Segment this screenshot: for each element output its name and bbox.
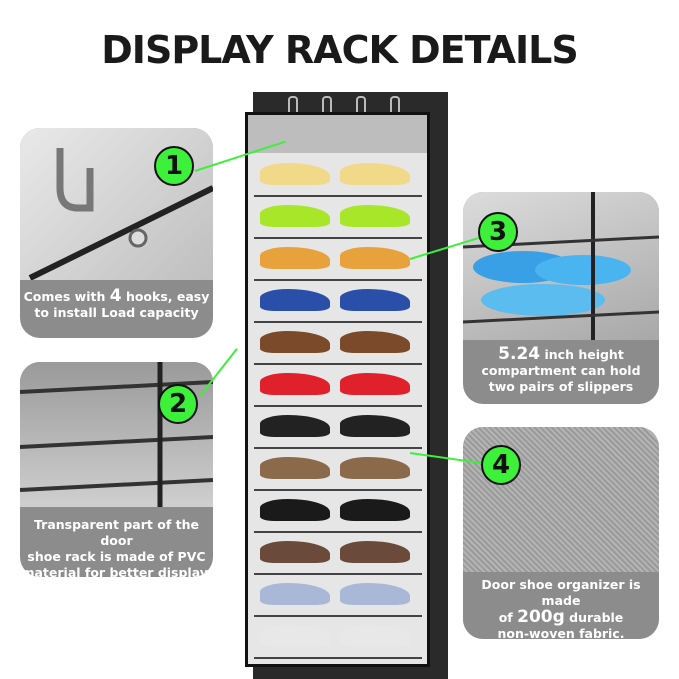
hook-photo <box>20 128 213 281</box>
shoe-icon <box>260 499 330 521</box>
shelf-icon <box>20 362 213 507</box>
shelf-pocket <box>254 617 422 659</box>
caption-text: Door shoe organizer is made <box>481 577 641 608</box>
shoe-icon <box>340 247 410 269</box>
badge-4: 4 <box>481 445 521 485</box>
shoe-icon <box>260 541 330 563</box>
shoe-icon <box>340 331 410 353</box>
panel2-caption: Transparent part of the door shoe rack i… <box>20 507 213 577</box>
hook-icon <box>390 96 400 112</box>
shoe-icon <box>260 289 330 311</box>
shoe-icon <box>340 499 410 521</box>
shelf-pocket <box>254 449 422 491</box>
shoe-icon <box>260 457 330 479</box>
caption-text: durable <box>564 610 624 625</box>
shoe-icon <box>260 205 330 227</box>
shoe-icon <box>340 583 410 605</box>
shoe-icon <box>340 205 410 227</box>
shelf-pocket <box>254 365 422 407</box>
shoe-icon <box>260 331 330 353</box>
shelf-pocket <box>254 575 422 617</box>
panel4-caption: Door shoe organizer is made of 200g dura… <box>463 572 659 639</box>
shelf-pocket <box>254 491 422 533</box>
shoe-icon <box>260 163 330 185</box>
detail-panel-pvc: Transparent part of the door shoe rack i… <box>20 362 213 577</box>
rack-header-strip <box>248 115 427 153</box>
caption-text: Transparent part of the door <box>34 517 199 548</box>
shoe-icon <box>260 373 330 395</box>
shelf-pocket <box>254 323 422 365</box>
caption-text: of <box>498 610 518 625</box>
shoe-icon <box>340 163 410 185</box>
shelf-pocket <box>254 197 422 239</box>
panel3-caption: 5.24 inch height compartment can hold tw… <box>463 340 659 404</box>
shelf-pocket <box>254 533 422 575</box>
shoe-icon <box>340 289 410 311</box>
shoe-icon <box>260 247 330 269</box>
hook-icon <box>288 96 298 112</box>
shelf-pocket <box>254 239 422 281</box>
page-title: DISPLAY RACK DETAILS <box>101 28 578 72</box>
caption-text: Comes with <box>23 289 110 304</box>
shelf-pocket <box>254 407 422 449</box>
caption-text: shoe rack is made of PVC <box>27 549 206 564</box>
hook-icon <box>28 148 213 281</box>
panel1-caption: Comes with 4 hooks, easy to install Load… <box>20 280 213 338</box>
caption-text: inch height <box>540 347 624 362</box>
shoe-icon <box>340 541 410 563</box>
pvc-photo <box>20 362 213 507</box>
shelf-pocket <box>254 155 422 197</box>
badge-2: 2 <box>158 384 198 424</box>
shoe-icon <box>260 583 330 605</box>
caption-text: non-woven fabric. <box>497 626 625 639</box>
badge-3: 3 <box>478 212 518 252</box>
shoe-icon <box>340 625 410 647</box>
caption-text: material for better display. <box>21 565 212 577</box>
badge-1: 1 <box>154 146 194 186</box>
shelf-pocket <box>254 281 422 323</box>
shoe-icon <box>260 625 330 647</box>
caption-text: to install Load capacity <box>34 305 199 320</box>
detail-panel-height: 5.24 inch height compartment can hold tw… <box>463 192 659 404</box>
shoe-rack-image <box>245 112 430 667</box>
caption-text: compartment can hold <box>481 363 641 378</box>
slipper-icon <box>463 192 659 340</box>
caption-text: hooks, easy <box>121 289 210 304</box>
shoe-icon <box>260 415 330 437</box>
shoe-icon <box>340 457 410 479</box>
hook-icon <box>322 96 332 112</box>
height-value: 5.24 <box>498 344 541 364</box>
shoe-icon <box>340 415 410 437</box>
fabric-weight: 200g <box>517 607 565 627</box>
shoe-icon <box>340 373 410 395</box>
hook-icon <box>356 96 366 112</box>
hook-count: 4 <box>109 286 122 306</box>
caption-text: two pairs of slippers <box>488 379 634 394</box>
